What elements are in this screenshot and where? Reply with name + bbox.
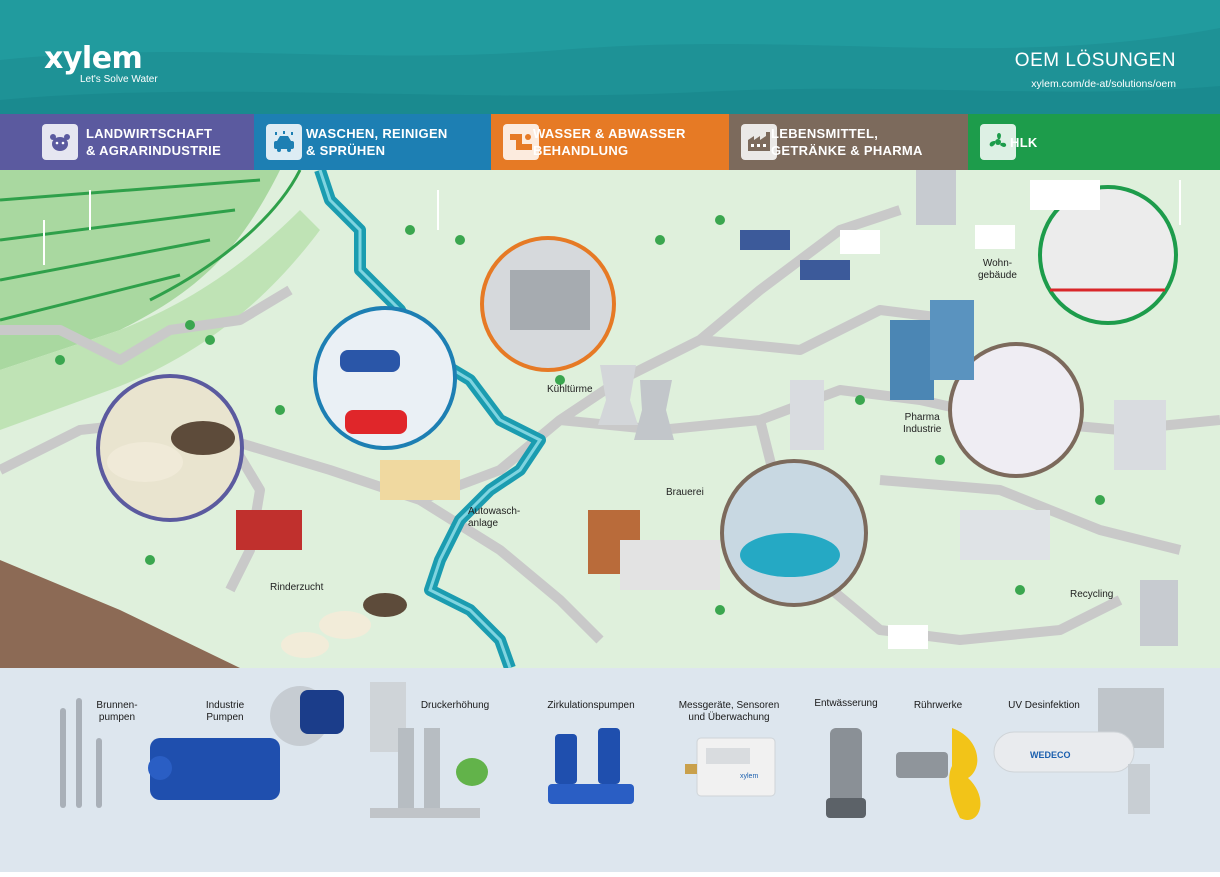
label-wohngebaeude: Wohn-gebäude bbox=[978, 258, 1017, 281]
cow-icon bbox=[42, 124, 78, 160]
tab-label: HLK bbox=[1010, 134, 1038, 150]
tab-hlk[interactable]: HLK bbox=[968, 114, 1220, 170]
uv-brand-text: WEDECO bbox=[1030, 750, 1071, 760]
tab-lebensmittel[interactable]: LEBENSMITTEL,GETRÄNKE & PHARMA bbox=[729, 114, 968, 170]
label-brauerei: Brauerei bbox=[666, 487, 704, 498]
label-recycling: Recycling bbox=[1070, 589, 1114, 600]
xylem-logo[interactable]: xylem Let's Solve Water bbox=[44, 41, 158, 86]
logo-tagline: Let's Solve Water bbox=[80, 74, 158, 85]
header-title-block: OEM LÖSUNGEN xylem.com/de-at/solutions/o… bbox=[1015, 50, 1176, 90]
logo-brand-text: xylem bbox=[44, 41, 143, 76]
product-label-uv-desinfektion[interactable]: UV Desinfektion bbox=[1008, 700, 1080, 711]
pipes-icon bbox=[503, 124, 539, 160]
map-artwork bbox=[0, 170, 1220, 668]
product-label-zirkulationspumpen[interactable]: Zirkulationspumpen bbox=[547, 700, 635, 711]
label-autowaschanlage: Autowasch-anlage bbox=[468, 506, 521, 529]
industry-tabs: LANDWIRTSCHAFT& AGRARINDUSTRIE WASCHEN, … bbox=[0, 114, 1220, 170]
well-pump-icon bbox=[60, 698, 102, 808]
car-wash-icon bbox=[266, 124, 302, 160]
tab-label: LANDWIRTSCHAFT& AGRARINDUSTRIE bbox=[86, 126, 222, 158]
header-banner: xylem Let's Solve Water OEM LÖSUNGEN xyl… bbox=[0, 0, 1220, 114]
product-label-brunnenpumpen[interactable]: Brunnen-pumpen bbox=[96, 700, 138, 723]
label-rinderzucht: Rinderzucht bbox=[270, 582, 324, 593]
fan-icon bbox=[980, 124, 1016, 160]
product-label-ruehrwerke[interactable]: Rührwerke bbox=[913, 700, 963, 711]
tab-label: LEBENSMITTEL,GETRÄNKE & PHARMA bbox=[771, 126, 923, 158]
header-wave-decoration bbox=[0, 0, 1220, 114]
page-title: OEM LÖSUNGEN bbox=[1014, 50, 1176, 71]
product-label-druckerhoehung[interactable]: Druckerhöhung bbox=[420, 700, 490, 711]
header-url-link[interactable]: xylem.com/de-at/solutions/oem bbox=[1031, 78, 1176, 90]
tab-label: WASCHEN, REINIGEN& SPRÜHEN bbox=[306, 126, 448, 158]
label-kuehltuerme: Kühltürme bbox=[547, 384, 593, 395]
tab-waschen[interactable]: WASCHEN, REINIGEN& SPRÜHEN bbox=[254, 114, 491, 170]
factory-icon bbox=[741, 124, 777, 160]
tab-landwirtschaft[interactable]: LANDWIRTSCHAFT& AGRARINDUSTRIE bbox=[0, 114, 254, 170]
product-artwork: xylem WEDECO bbox=[60, 682, 1164, 820]
product-label-entwaesserung[interactable]: Entwässerung bbox=[814, 698, 878, 709]
meter-brand-text: xylem bbox=[740, 773, 758, 780]
